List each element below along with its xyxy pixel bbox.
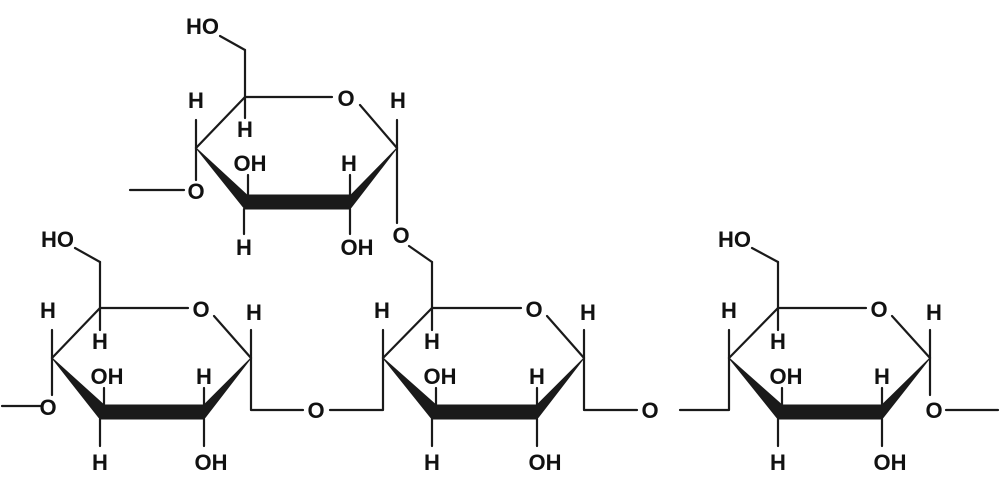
label-oh-c2-top: OH — [341, 235, 374, 260]
ring-bond-top-o-c1 — [358, 103, 399, 150]
wedge-bond-top-right — [349, 147, 398, 210]
label-h-c4-1: H — [40, 298, 56, 323]
label-o-c4-top: O — [187, 179, 204, 204]
wedge-bond-2-bottom — [431, 404, 538, 420]
ring-bonds-1 — [50, 306, 190, 360]
label-o-link-2: O — [641, 398, 658, 423]
glucose-ring-3: HO O H H H OH H H OH O — [678, 227, 1000, 475]
bond-link-1-to-c4-2 — [328, 356, 385, 412]
label-o-c4-1: O — [39, 395, 56, 420]
label-ho-top: HO — [186, 14, 219, 39]
label-oh-c2-1: OH — [195, 450, 228, 475]
bond-c6-ho-3 — [750, 246, 780, 264]
bond-link-2-to-c4-3 — [678, 356, 731, 412]
label-ring-o-2: O — [525, 297, 542, 322]
ring-bonds-top — [194, 95, 334, 150]
ring-bond-1-o-c1 — [212, 314, 253, 360]
wedge-bond-top-bottom — [243, 194, 351, 210]
label-oh-c2-3: OH — [874, 450, 907, 475]
label-o-c1-3: O — [925, 398, 942, 423]
label-h-c2-3: H — [874, 364, 890, 389]
ring-bonds-2 — [381, 306, 523, 360]
label-h-c2-2: H — [529, 364, 545, 389]
label-h-c3-1: H — [92, 450, 108, 475]
label-oh-c3-3: OH — [770, 364, 803, 389]
label-h-c5-3: H — [770, 329, 786, 354]
bond-c6-ho-top — [218, 34, 247, 52]
label-o-branch: O — [392, 223, 409, 248]
glucose-ring-top: HO O H H H OH H O H OH O — [128, 14, 410, 260]
label-h-c5-2: H — [424, 329, 440, 354]
label-h-c4-2: H — [374, 298, 390, 323]
label-ring-o-top: O — [337, 86, 354, 111]
glucose-ring-2: O H H H OH H H OH O — [328, 244, 659, 475]
label-ring-o-1: O — [192, 297, 209, 322]
glucose-ring-1: HO O H H H OH H O H OH O — [0, 227, 325, 475]
bond-c1-o-link-1 — [249, 356, 305, 412]
label-oh-c3-2: OH — [424, 364, 457, 389]
ring-bonds-3 — [727, 306, 868, 360]
wedge-bond-2-right — [536, 357, 585, 420]
label-h-c4-3: H — [721, 298, 737, 323]
label-o-link-1: O — [307, 398, 324, 423]
label-h-c4-top: H — [188, 88, 204, 113]
wedge-bond-3-bottom — [777, 404, 883, 420]
label-h-c3-3: H — [770, 450, 786, 475]
label-h-c1-3: H — [926, 300, 942, 325]
label-h-c5-top: H — [237, 117, 253, 142]
label-h-c3-top: H — [236, 235, 252, 260]
bond-c6-o-branch-2 — [407, 244, 434, 264]
label-h-c1-1: H — [246, 300, 262, 325]
ring-bond-2-o-c1 — [545, 314, 586, 360]
bond-c6-ho-1 — [73, 246, 102, 264]
label-h-c1-2: H — [580, 300, 596, 325]
label-h-c5-1: H — [92, 329, 108, 354]
bond-c1-o-link-2 — [582, 356, 639, 412]
label-h-c1-top: H — [390, 88, 406, 113]
label-ho-3: HO — [718, 227, 751, 252]
ring-bond-3-o-c1 — [890, 314, 932, 360]
label-oh-c2-2: OH — [529, 450, 562, 475]
label-h-c3-2: H — [424, 450, 440, 475]
wedge-bond-1-bottom — [99, 404, 205, 420]
label-h-c2-top: H — [341, 151, 357, 176]
label-oh-c3-top: OH — [234, 151, 267, 176]
label-oh-c3-1: OH — [91, 364, 124, 389]
wedge-bond-1-right — [203, 357, 252, 420]
wedge-bond-3-right — [881, 357, 931, 420]
label-h-c2-1: H — [196, 364, 212, 389]
label-ho-1: HO — [41, 227, 74, 252]
label-ring-o-3: O — [870, 297, 887, 322]
